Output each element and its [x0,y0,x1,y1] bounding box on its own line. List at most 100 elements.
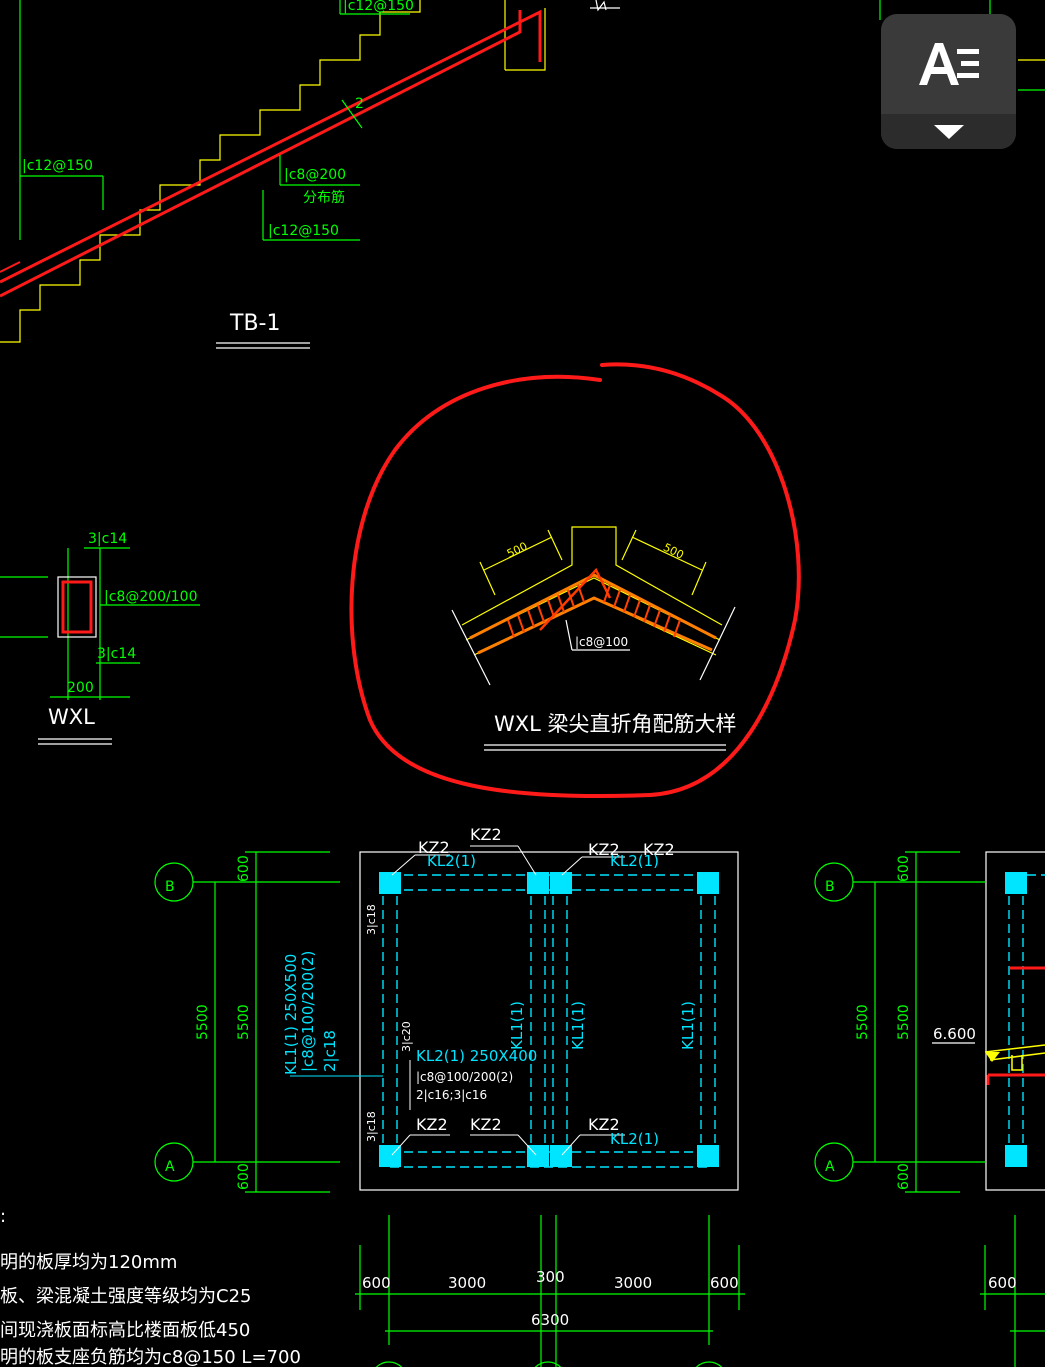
label-top-rebar: |c12@150 [343,0,414,14]
stirrup-label: |c8@100 [575,635,628,649]
stair-title: TB-1 [229,311,280,336]
plan-left: B A 600 5500 600 5500 [154,825,745,1367]
dim-right: 500 [661,541,686,562]
elevation-label: 6.600 [933,1025,976,1043]
kz2-label: KZ2 [470,825,502,844]
dim2-h-600: 600 [988,1274,1017,1292]
label-dist-note: 分布筋 [303,189,345,206]
beam-label-kl2-mid-bars: 2|c16;3|c16 [416,1088,487,1102]
beam-label-kl1-right: KL1(1) [679,1001,697,1050]
beam-label-kl2-bottom: KL2(1) [610,1130,659,1148]
axis-b2-label: B [825,879,835,895]
dim-h-3000-right: 3000 [614,1274,652,1292]
stair-rebar-main [0,9,542,284]
break-symbol [595,0,607,12]
elevation-marker [985,1052,1000,1062]
apex-rebar-bottom [477,596,713,655]
label-left-rebar: |c12@150 [22,158,93,174]
label-bottom-rebar: |c12@150 [268,223,339,239]
wxl-stirrup [61,580,93,634]
side-bars-1: 3|c18 [365,904,378,935]
notes: : 明的板厚均为120mm 板、梁混凝土强度等级均为C25 间现浇板面标高比楼面… [0,1206,301,1367]
plan-right: B A 600 5500 600 5500 6.600 600 [814,851,1045,1367]
note-line: 明的板厚均为120mm [0,1252,177,1273]
column [527,872,549,894]
kz2-label: KZ2 [588,840,620,859]
axis-a-label: A [165,1159,175,1175]
expand-button[interactable] [881,114,1016,149]
dim-h-300: 300 [536,1268,565,1286]
label-dist-rebar: |c8@200 [284,167,346,183]
kz2-label: KZ2 [418,838,450,857]
wxl-title: WXL [48,705,95,729]
column [1005,872,1027,894]
reader-mode-widget[interactable] [881,14,1016,149]
plan2-stair-detail [984,1044,1045,1071]
column [697,1145,719,1167]
side-bars-2: 3|c20 [400,1021,413,1052]
bottom-axis-bubbles [375,1361,723,1367]
label-thickness: 2 [355,96,364,112]
stirrup-leader [565,619,573,651]
column [697,872,719,894]
axis-a2-label: A [825,1159,835,1175]
dim2-600-top: 600 [896,855,912,882]
plan2-outline [985,851,1045,1191]
dim-left-line [483,536,553,571]
plan-outline [359,851,739,1191]
landing-beam [505,8,546,71]
dim-h-600-right: 600 [710,1274,739,1292]
wxl-stirrup-label: |c8@200/100 [104,589,197,605]
wxl-apex-detail: 500 500 |c8@100 WXL 梁尖直折角配筋大样 [349,362,801,799]
stair-steps [0,0,421,343]
beam-label-kl1-mid: KL1(1) [508,1001,526,1050]
stair-tb1: |c12@150 |c12@150 |c8@200 分布筋 |c12@150 2… [0,0,620,349]
detail-title: WXL 梁尖直折角配筋大样 [494,712,737,736]
column [1005,1145,1027,1167]
beam-label-kl1-left-bars: 2|c18 [321,1030,339,1072]
beam-label-kl2-mid: KL2(1) 250X400 [416,1047,537,1065]
text-format-button[interactable] [881,14,1016,114]
note-line: 板、梁混凝土强度等级均为C25 [0,1286,251,1307]
dim-left-ext2 [547,529,563,561]
annotation-circle [349,362,801,799]
apex-break-right [699,606,736,681]
kz2-label: KZ2 [416,1115,448,1134]
beam-label-kl1-left-stirrup: |c8@100/200(2) [299,951,317,1072]
wxl-section: 3|c14 |c8@200/100 3|c14 200 WXL [0,531,200,745]
kz2-label: KZ2 [643,840,675,859]
dim-right-ext2 [691,561,707,596]
apex-break-left [451,609,491,686]
beam-label-kl1-left: KL1(1) 250X500 [282,954,300,1075]
dim-v-600-bot: 600 [236,1163,252,1190]
apex-rebar-bend [539,567,612,631]
thickness-dim [341,99,363,129]
dim2-600-bot: 600 [896,1163,912,1190]
side-bars-3: 3|c18 [365,1111,378,1142]
dim2-5500-outer: 5500 [855,1004,871,1040]
apex-rebar-top [469,573,717,640]
dim-right-line [631,536,703,571]
apex-top-line [465,577,721,641]
column-leaders [391,845,625,1156]
wxl-bottom-bars: 3|c14 [97,646,136,662]
beam-label-kl2-top-left: KL2(1) [427,852,476,870]
dim-left: 500 [505,540,530,561]
dim-h-ticks [359,1215,740,1367]
dim-right-ext1 [621,529,637,561]
wxl-outline [57,576,97,638]
stair-rebar-2 [0,10,522,298]
chevron-down-icon [933,124,964,139]
note-line: 明的板支座负筋均为c8@150 L=700 [0,1347,301,1367]
column [550,872,572,894]
wxl-top-bars: 3|c14 [88,531,127,547]
dim-h-total: 6300 [531,1311,569,1329]
axis-b-label: B [165,879,175,895]
kz2-label: KZ2 [470,1115,502,1134]
dim2-5500-inner: 5500 [896,1004,912,1040]
stair-rebar-end [0,261,21,273]
wxl-width: 200 [67,680,94,696]
dim-h-600-left: 600 [362,1274,391,1292]
apex-outline [461,526,723,626]
